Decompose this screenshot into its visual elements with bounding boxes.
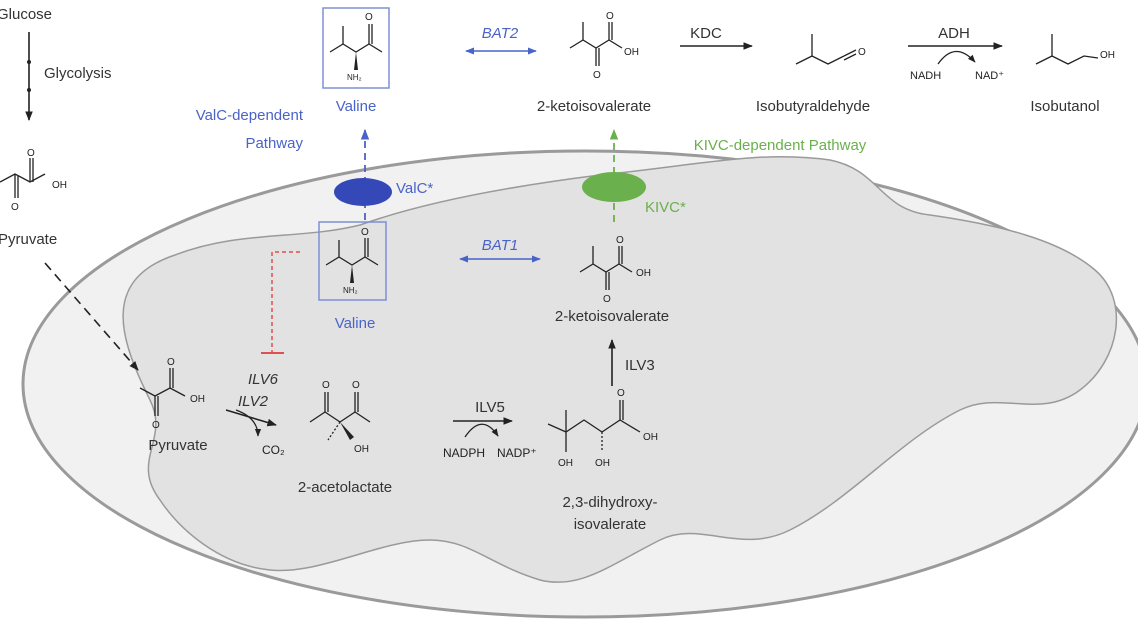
kivc-transporter — [582, 172, 646, 202]
valine-inhibition-line — [271, 251, 300, 353]
ilv6-label: ILV6 — [248, 371, 279, 388]
svg-text:OH: OH — [558, 458, 573, 469]
nad-label: NAD⁺ — [975, 70, 1004, 82]
svg-text:OH: OH — [595, 458, 610, 469]
svg-text:O: O — [593, 70, 601, 81]
dihydroxyisovalerate-structure: O OH OH OH — [547, 388, 658, 469]
acetolactate-structure: O O OH — [309, 380, 371, 455]
valine-box-outside: O NH₂ — [322, 7, 390, 89]
svg-text:O: O — [361, 227, 369, 238]
svg-text:OH: OH — [1100, 50, 1115, 61]
kivc-label: KIVC* — [645, 199, 686, 216]
pyruvate-structure-inside: O O OH — [139, 357, 205, 431]
valine-inside-label: Valine — [335, 315, 376, 332]
ketoisovalerate-structure-inside: O O OH — [579, 235, 651, 305]
mitochondrion — [122, 155, 1118, 583]
valc-pathway-label-2: Pathway — [245, 135, 303, 152]
ilv3-label: ILV3 — [625, 357, 655, 374]
pyruvate-inside-label: Pyruvate — [148, 437, 207, 454]
ilv5-label: ILV5 — [475, 399, 505, 416]
adh-label: ADH — [938, 25, 970, 42]
dihydroxyisovalerate-label-2: isovalerate — [574, 516, 647, 533]
pyruvate-transport-arrow — [44, 262, 139, 371]
isobutanol-label: Isobutanol — [1030, 98, 1099, 115]
nadph-label: NADPH — [443, 446, 485, 460]
valine-box-inside: O NH₂ — [318, 221, 387, 301]
valc-transporter — [334, 178, 392, 206]
valine-outside-label: Valine — [336, 98, 377, 115]
pyruvate-structure-outside: O O OH — [0, 148, 67, 213]
glucose-label: Glucose — [0, 6, 52, 23]
svg-text:OH: OH — [52, 180, 67, 191]
nadh-label: NADH — [910, 70, 941, 82]
isobutyraldehyde-structure: O — [795, 34, 866, 65]
isobutanol-structure: OH — [1035, 34, 1115, 65]
svg-text:OH: OH — [190, 394, 205, 405]
dihydroxyisovalerate-label-1: 2,3-dihydroxy- — [562, 494, 657, 511]
acetolactate-label: 2-acetolactate — [298, 479, 392, 496]
nadp-label: NADP⁺ — [497, 446, 537, 460]
svg-text:O: O — [152, 420, 160, 431]
ilv2-arrow — [225, 409, 277, 427]
ketoisovalerate-structure-outside: O O OH — [569, 11, 639, 81]
svg-text:OH: OH — [354, 444, 369, 455]
svg-text:O: O — [365, 12, 373, 23]
ilv2-label: ILV2 — [238, 393, 269, 410]
glycolysis-label: Glycolysis — [44, 65, 112, 82]
svg-text:OH: OH — [624, 47, 639, 58]
ketoisovalerate-outside-label: 2-ketoisovalerate — [537, 98, 651, 115]
pyruvate-outside-label: Pyruvate — [0, 231, 57, 248]
kdc-label: KDC — [690, 25, 722, 42]
ketoisovalerate-inside-label: 2-ketoisovalerate — [555, 308, 669, 325]
isobutyraldehyde-label: Isobutyraldehyde — [756, 98, 870, 115]
svg-text:O: O — [322, 380, 330, 391]
svg-text:OH: OH — [643, 432, 658, 443]
svg-text:O: O — [603, 294, 611, 305]
svg-text:O: O — [606, 11, 614, 22]
bat1-label: BAT1 — [482, 237, 518, 254]
svg-text:NH₂: NH₂ — [347, 73, 362, 82]
bat2-label: BAT2 — [482, 25, 519, 42]
svg-text:O: O — [27, 148, 35, 159]
svg-text:O: O — [616, 235, 624, 246]
co2-label: CO₂ — [262, 443, 285, 457]
svg-text:O: O — [11, 202, 19, 213]
svg-text:O: O — [858, 47, 866, 58]
svg-text:OH: OH — [636, 268, 651, 279]
valc-label: ValC* — [396, 180, 433, 197]
svg-text:NH₂: NH₂ — [343, 286, 358, 295]
valc-pathway-label-1: ValC-dependent — [196, 107, 304, 124]
kivc-pathway-label: KIVC-dependent Pathway — [694, 137, 867, 154]
svg-text:O: O — [167, 357, 175, 368]
svg-text:O: O — [352, 380, 360, 391]
svg-text:O: O — [617, 388, 625, 399]
